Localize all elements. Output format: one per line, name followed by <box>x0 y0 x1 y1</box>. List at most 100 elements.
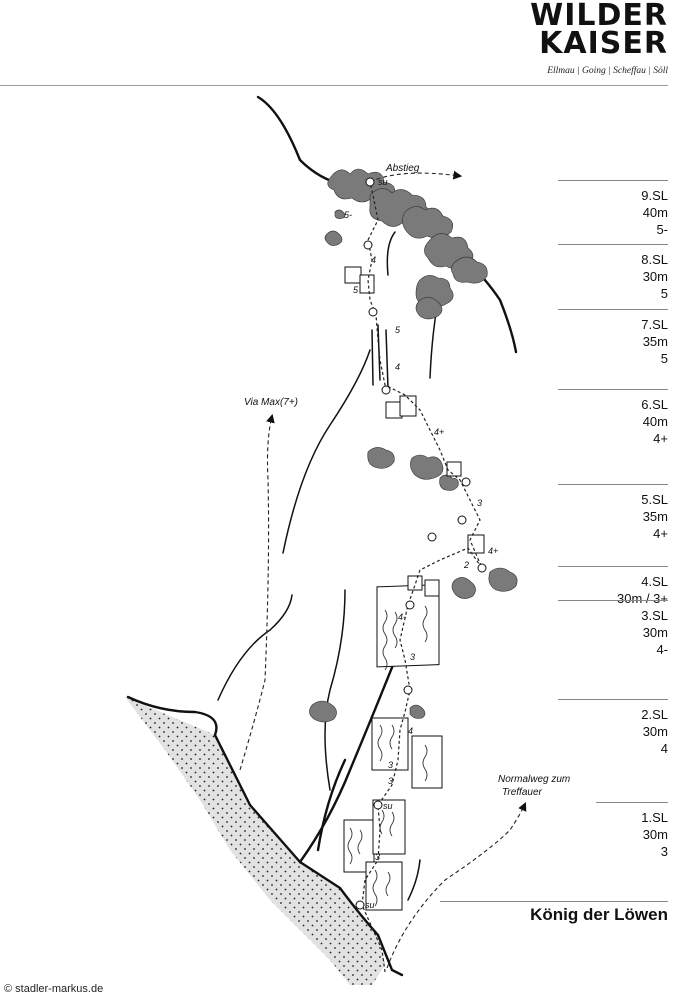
normalweg-line <box>386 801 527 969</box>
base-ridge-main <box>248 618 412 864</box>
topo-grade-7: 3 <box>477 498 483 508</box>
pitch-7-rule <box>558 309 668 310</box>
vegetation-6sl <box>367 447 395 469</box>
pitch-9: 9.SL 40m 5- <box>558 180 668 238</box>
pitch-1-number: 1.SL <box>641 810 668 825</box>
pitch-3-number: 3.SL <box>641 608 668 623</box>
belay-5b <box>461 477 471 487</box>
pitch-6-length: 40m <box>642 414 668 429</box>
pitch-8-number: 8.SL <box>641 252 668 267</box>
topo-grade-8: 4+ <box>488 546 499 556</box>
vegetation-summit-3 <box>402 206 454 239</box>
pitch-2: 2.SL 30m 4 <box>558 699 668 757</box>
vegetation-2sl-right <box>409 704 426 719</box>
pitch-6-number: 6.SL <box>641 397 668 412</box>
pitch-1: 1.SL 30m 3 <box>596 802 668 860</box>
chimney-left <box>371 329 374 386</box>
pitch-5: 5.SL 35m 4+ <box>558 484 668 542</box>
belay-5a <box>457 515 467 525</box>
topo-grade-11: 3 <box>410 652 416 662</box>
pitch-5-length: 35m <box>642 509 668 524</box>
via-max-line <box>239 413 275 771</box>
topo-grade-9: 2 <box>464 560 470 570</box>
pitch-9-length: 40m <box>642 205 668 220</box>
vegetation-6sl-2 <box>410 454 444 480</box>
vegetation-mid-2 <box>415 297 443 320</box>
pitch-5-number: 5.SL <box>641 492 668 507</box>
route-title: König der Löwen <box>530 905 668 924</box>
anchor-label-bottom: su <box>365 900 375 910</box>
belay-start <box>355 900 365 910</box>
block-8sl-b <box>359 274 375 294</box>
normalweg-label-1: Normalweg zum <box>498 774 571 785</box>
copyright-credit: © stadler-markus.de <box>4 983 104 995</box>
pitch-6-grade: 4+ <box>653 431 668 446</box>
belay-3 <box>405 600 415 610</box>
belay-7 <box>368 307 378 317</box>
slab-1sl-c <box>365 861 403 911</box>
topo-grade-10: 4- <box>398 612 407 622</box>
anchor-label-mid: su <box>383 801 393 811</box>
topo-grade-3: 5 <box>353 285 359 295</box>
pitch-8-length: 30m <box>642 269 668 284</box>
block-5sl-a <box>446 461 462 477</box>
base-ridge-left <box>126 695 252 807</box>
pitch-2-grade: 4 <box>660 741 668 756</box>
scree-dots <box>125 697 385 985</box>
vegetation-4sl <box>488 567 518 592</box>
pitch-2-rule <box>558 699 668 700</box>
vegetation-small-left <box>324 230 343 246</box>
pitch-6-rule <box>558 389 668 390</box>
pitch-4-rule <box>558 566 668 567</box>
descent-label: Abstieg <box>386 163 420 174</box>
pitch-3-rule <box>558 600 668 601</box>
topo-grade-5: 4 <box>395 362 401 372</box>
title-rule <box>440 901 668 902</box>
pitch-8-grade: 5 <box>660 286 668 301</box>
pitch-1-length: 30m <box>642 827 668 842</box>
pitch-5-rule <box>558 484 668 485</box>
vegetation-summit-5 <box>451 256 488 284</box>
belay-2 <box>403 685 413 695</box>
pitch-8: 8.SL 30m 5 <box>558 244 668 302</box>
vegetation-5sl <box>439 474 459 491</box>
chimney-right <box>385 329 389 389</box>
pitch-7-grade: 5 <box>660 351 668 366</box>
crack-left-1 <box>282 349 371 554</box>
pitch-7: 7.SL 35m 5 <box>558 309 668 367</box>
slab-texture-1sl <box>347 809 395 907</box>
topo-grade-13: 3 <box>388 776 394 786</box>
topo-grade-14: 3 <box>375 852 381 862</box>
pitch-1-grade: 3 <box>660 844 668 859</box>
slab-2sl-right <box>411 735 443 789</box>
logo-line-1: WILDER <box>530 0 668 33</box>
crack-left-2 <box>217 594 293 701</box>
crack-left-3 <box>324 589 346 791</box>
block-6sl-b <box>399 395 417 417</box>
via-max-label: Via Max(7+) <box>244 397 299 408</box>
crack-right-2 <box>386 231 396 276</box>
base-ridge-lower <box>298 860 404 977</box>
pitch-2-length: 30m <box>642 724 668 739</box>
topo-grade-1: 5- <box>344 210 353 220</box>
belay-8 <box>363 240 373 250</box>
pitch-7-length: 35m <box>642 334 668 349</box>
vegetation-2sl-left <box>309 700 337 723</box>
pitch-5-grade: 4+ <box>653 526 668 541</box>
slab-1sl-a <box>343 819 375 873</box>
belay-9 <box>365 177 375 187</box>
pitch-4-length: 30m / 3+ <box>617 591 668 606</box>
block-4sl-a <box>407 575 423 591</box>
block-8sl-a <box>344 266 362 284</box>
pitch-4-number: 4.SL <box>641 574 668 589</box>
topo-grade-6: 4+ <box>434 427 445 437</box>
block-5sl-b <box>467 534 485 554</box>
slab-texture-3sl <box>382 605 428 671</box>
header-divider <box>0 85 668 86</box>
logo-line-2: KAISER <box>539 26 668 61</box>
pitch-7-number: 7.SL <box>641 317 668 332</box>
belay-4b <box>427 532 437 542</box>
pitch-3-length: 30m <box>642 625 668 640</box>
pitch-8-rule <box>558 244 668 245</box>
base-ridge-spur <box>316 758 347 852</box>
